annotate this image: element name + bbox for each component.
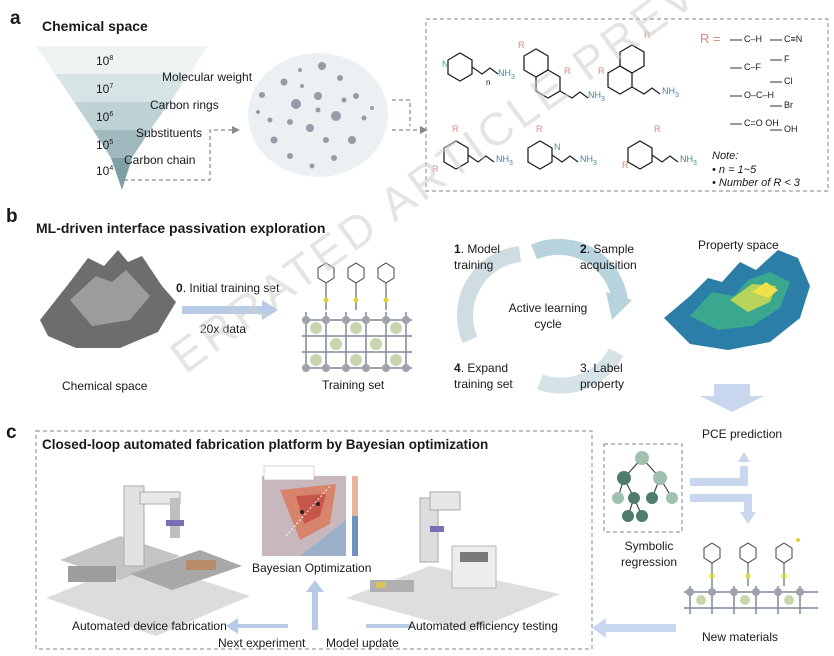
atom-n-1: N [442,59,449,69]
r-label-4b: R [432,164,439,174]
pce-prediction-label: PCE prediction [702,427,783,441]
panel-c-frame [35,430,593,650]
funnel-value-1: 108 [96,54,114,68]
chemical-space-label: Chemical space [62,379,148,393]
funnel-label-3: Substituents [136,126,203,140]
model-update-label: Model update [326,636,399,650]
sub-cl: Cl [784,76,793,86]
bayesian-optimization-label: Bayesian Optimization [252,561,372,575]
funnel-value-3: 106 [96,110,114,124]
funnel-label-2: Carbon rings [150,98,219,112]
note-line-1: • n = 1~5 [712,164,757,176]
panel-a-letter: a [10,8,21,29]
r-equals-label: R = [700,31,721,46]
chemical-space-cluster [248,53,388,177]
r-label-2a: R [518,40,525,50]
funnel-level-2 [55,74,189,102]
sub-cn: C≡N [784,34,803,44]
funnel-value-5: 104 [96,164,114,178]
new-materials-lattice [684,538,818,614]
funnel-label-4: Carbon chain [124,153,196,167]
r-label-6b: R [622,160,629,170]
n-subscript-1: n [486,78,491,87]
r-label-4a: R [452,124,459,134]
sub-oh: OH [784,124,798,134]
r-label-3b: R [598,66,605,76]
r-label-6a: R [654,124,661,134]
training-set-label: Training set [322,378,385,392]
sub-br: Br [784,100,793,110]
r-label-2b: R [564,66,571,76]
sub-ch3: C–H [744,34,763,44]
panel-c-title: Closed-loop automated fabrication platfo… [42,437,489,452]
r-label-5: R [536,124,543,134]
funnel-level-4 [93,130,150,158]
next-experiment-label: Next experiment [218,636,306,650]
panel-b-letter: b [6,206,18,227]
funnel-label-1: Molecular weight [162,70,253,84]
testing-machine [346,491,560,632]
bayesian-optimization-map [262,465,358,556]
symbolic-regression-label: Symbolic regression [620,539,678,569]
step-3-label: 3. Label property [580,361,625,391]
r-label-3a: R [644,30,651,40]
step-4-label: 4. Expand training set [454,361,513,391]
data-multiplier-label: 20x data [200,322,247,336]
molecule-structures [443,44,679,170]
note-title: Note: [712,150,739,162]
testing-label: Automated efficiency testing [408,619,558,633]
fabrication-label: Automated device fabrication [72,619,227,633]
atom-n-5: N [554,142,561,152]
new-materials-label: New materials [702,630,779,644]
step-1-label: 1. Model training [454,242,501,272]
funnel-value-4: 105 [96,138,114,152]
step-2-label: 2. Sample acquisition [580,242,637,272]
training-set-lattice [302,262,412,372]
sub-cf3: C–F [744,62,762,72]
symbolic-regression-box [603,443,683,533]
step-0-label: 0. Initial training set [176,281,280,295]
panel-a-title: Chemical space [42,18,148,34]
sub-och3: O–C–H [744,90,775,100]
arrow-initial-training [182,300,278,320]
regression-tree [612,451,678,522]
arrow-to-pce [700,384,764,412]
nh3-label-4: NH3 [496,154,513,167]
sub-f: F [784,54,790,64]
property-space-landscape [664,250,810,350]
nh3-label-6: NH3 [680,154,697,167]
nh3-label-1: NH3 [498,68,515,81]
nh3-label-2: NH3 [588,90,605,103]
panel-b-title: ML-driven interface passivation explorat… [36,220,326,236]
funnel-value-2: 107 [96,82,114,96]
property-space-label: Property space [698,238,779,252]
fabrication-machine [46,485,250,636]
panel-c-letter: c [6,422,17,443]
funnel-level-3 [74,102,170,130]
funnel-level-1 [36,46,208,74]
active-learning-cycle-arrows [457,238,628,394]
sub-cooh: C=O OH [744,118,779,128]
nh3-label-5: NH3 [580,154,597,167]
note-line-2: • Number of R < 3 [712,177,800,189]
active-learning-cycle-label: Active learning cycle [508,301,588,331]
funnel-level-5 [111,158,132,190]
nh3-label-3: NH3 [662,86,679,99]
